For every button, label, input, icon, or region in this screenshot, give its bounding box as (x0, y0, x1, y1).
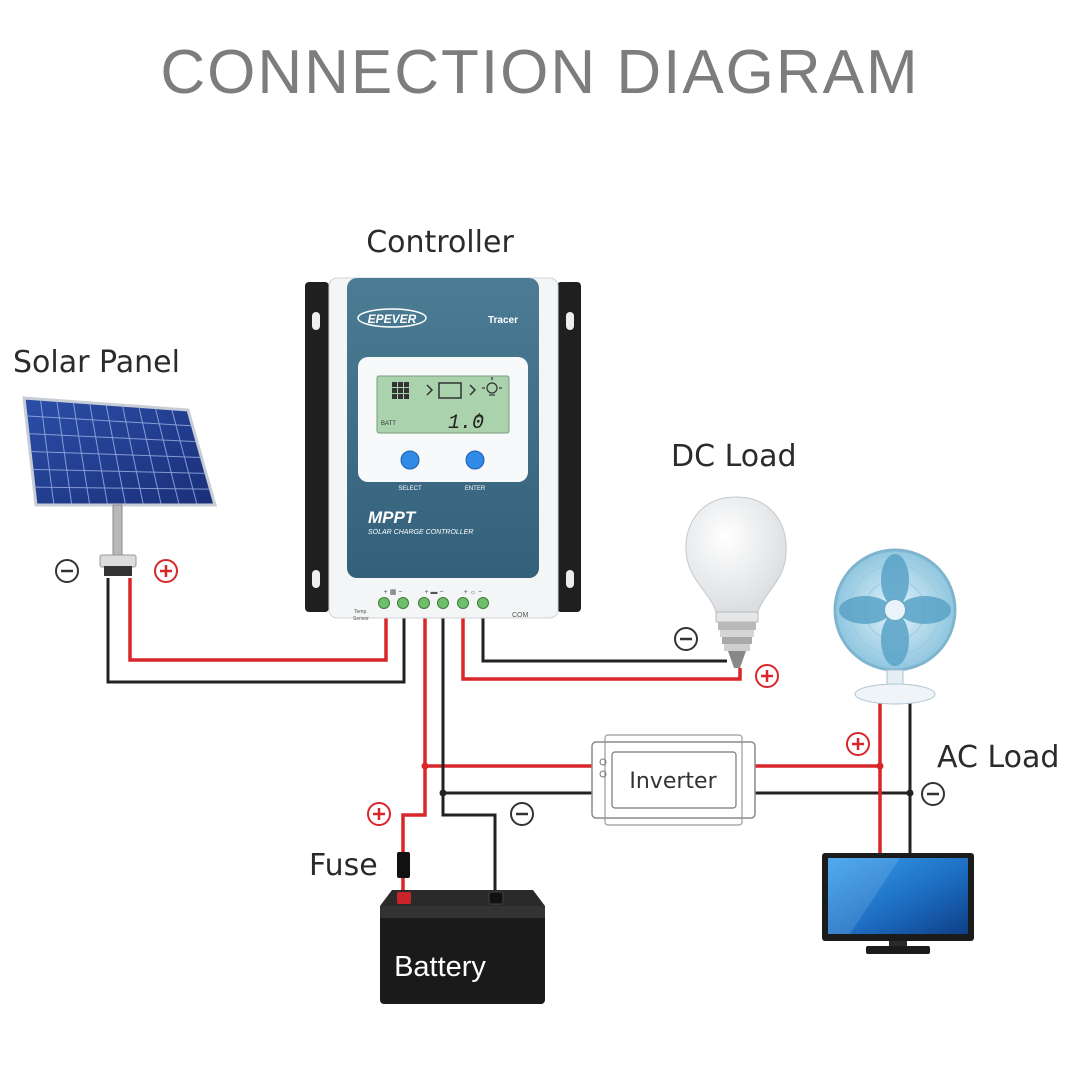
select-button[interactable] (400, 450, 420, 470)
enter-button-label: ENTER (465, 486, 486, 492)
controller-label: Controller (366, 225, 514, 260)
load-bulb-icon (482, 377, 502, 396)
temp-sensor-label: Temp. (354, 609, 368, 615)
lcd-batt-label: BATT (381, 421, 396, 427)
battery: Battery (380, 890, 545, 1004)
battery-negative-drop (441, 793, 497, 893)
battery-minus-symbol (510, 802, 534, 826)
fuse-label: Fuse (309, 848, 378, 883)
battery-status-icon (438, 382, 462, 399)
desk-fan (833, 548, 957, 705)
dc-load-plus-symbol (755, 664, 779, 688)
ac-minus-symbol (921, 782, 945, 806)
controller-brand: EPEVER (368, 312, 417, 326)
solar-negative-wire (106, 578, 406, 684)
lcd-unit: A (477, 413, 482, 420)
solar-minus-symbol (55, 559, 79, 583)
lcd-value: 1.0 (448, 412, 484, 435)
solar-panel-label: Solar Panel (13, 345, 180, 380)
solar-panel (22, 396, 217, 576)
light-bulb (685, 496, 787, 668)
temp-sensor-label-2: Sensor (353, 616, 369, 622)
television (822, 853, 974, 954)
mppt-label: MPPT (368, 508, 417, 527)
pv-icon (392, 382, 409, 399)
battery-positive-wire (423, 612, 592, 768)
svg-text:+ ▦ −: + ▦ − (384, 589, 403, 596)
controller-description: SOLAR CHARGE CONTROLLER (368, 529, 473, 536)
battery-plus-symbol (367, 802, 391, 826)
lcd-screen (376, 375, 510, 434)
battery-positive-drop (401, 766, 427, 852)
diagram-title: CONNECTION DIAGRAM (160, 38, 919, 107)
com-port-label: COM (512, 612, 529, 619)
wiring (106, 578, 914, 893)
charge-controller: EPEVER Tracer BATT 1.0 A SELECT ENTER MP… (305, 277, 581, 622)
fuse (397, 852, 410, 878)
controller-model: Tracer (488, 315, 518, 326)
enter-button[interactable] (465, 450, 485, 470)
dc-load-minus-symbol (674, 627, 698, 651)
inverter: Inverter (591, 734, 756, 826)
battery-label: Battery (394, 951, 486, 983)
ac-load-label: AC Load (937, 740, 1059, 775)
dc-load-label: DC Load (671, 439, 797, 474)
select-button-label: SELECT (398, 486, 422, 492)
dc-load-negative-wire (481, 612, 727, 663)
ac-plus-symbol (846, 732, 870, 756)
solar-positive-wire (128, 578, 388, 662)
terminal-block: + ▦ − + ▬ − + ☼ − (378, 589, 489, 609)
dc-load-positive-wire (461, 612, 742, 681)
inverter-label: Inverter (629, 769, 717, 794)
svg-text:+ ☼ −: + ☼ − (464, 589, 482, 596)
svg-text:+ ▬ −: + ▬ − (424, 589, 443, 596)
solar-plus-symbol (154, 559, 178, 583)
